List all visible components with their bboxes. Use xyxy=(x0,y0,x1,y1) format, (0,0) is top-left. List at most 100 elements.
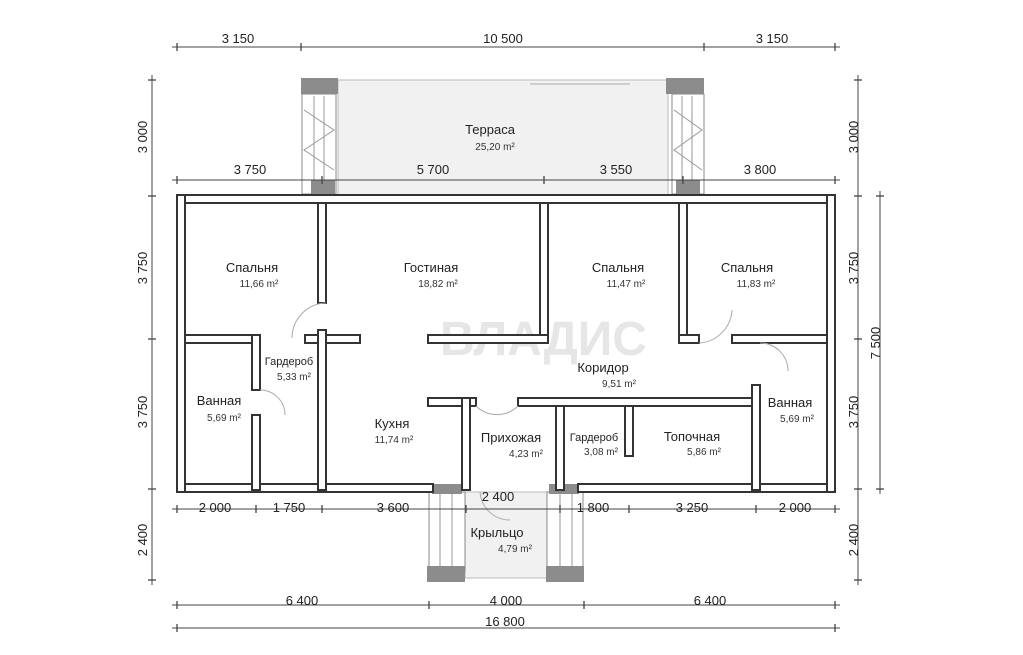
porch-post-left xyxy=(427,566,465,582)
room-name: Крыльцо xyxy=(470,525,523,540)
walls xyxy=(176,194,836,493)
room-area: 11,83 m² xyxy=(737,279,776,290)
room-bedroom1: Спальня 11,66 m² xyxy=(226,260,279,290)
room-area: 5,69 m² xyxy=(207,413,242,424)
porch-post-left-top xyxy=(432,484,462,494)
room-area: 25,20 m² xyxy=(475,142,515,153)
room-name: Спальня xyxy=(592,260,644,275)
wall-hallway-wardrobe2 xyxy=(555,405,565,491)
room-area: 3,08 m² xyxy=(584,447,619,458)
wall-living-bed2 xyxy=(539,202,549,344)
wall-north xyxy=(176,194,836,204)
dim-label: 3 150 xyxy=(756,31,789,46)
dim-label: 2 400 xyxy=(135,524,150,557)
door-entrance xyxy=(479,491,511,521)
dim-label: 1 800 xyxy=(577,500,610,515)
dim-label: 3 750 xyxy=(846,396,861,429)
dim-label: 4 000 xyxy=(490,593,523,608)
dim-label: 2 400 xyxy=(846,524,861,557)
room-porch: Крыльцо 4,79 m² xyxy=(470,525,532,555)
room-corridor: Коридор 9,51 m² xyxy=(577,360,636,390)
dim-top: 3 150 10 500 3 150 xyxy=(172,31,840,51)
dim-label: 2 000 xyxy=(199,500,232,515)
terrace-post-right xyxy=(666,78,704,94)
room-terrace: Терраса 25,20 m² xyxy=(465,122,516,153)
terrace-area xyxy=(301,78,705,197)
dim-label: 16 800 xyxy=(485,614,525,629)
dim-label: 6 400 xyxy=(694,593,727,608)
porch-stair-left xyxy=(428,491,466,573)
wall-wardrobe-kitchen xyxy=(317,329,327,491)
door-bedroom3 xyxy=(698,309,733,344)
wall-bed1-bath1 xyxy=(184,334,254,344)
wall-bed1-living xyxy=(317,202,327,304)
wall-kitchen-top-right xyxy=(427,397,477,407)
dim-label: 3 150 xyxy=(222,31,255,46)
room-wardrobe1: Гардероб 5,33 m² xyxy=(265,356,313,383)
terrace-floor xyxy=(337,79,669,197)
dim-label: 6 400 xyxy=(286,593,319,608)
dim-label: 3 250 xyxy=(676,500,709,515)
wall-south-right xyxy=(577,483,836,493)
dim-label: 5 700 xyxy=(417,162,450,177)
wall-bed2-corridor xyxy=(678,334,700,344)
dim-left: 3 000 3 750 3 750 2 400 xyxy=(135,75,156,585)
room-name: Спальня xyxy=(226,260,278,275)
room-area: 9,51 m² xyxy=(602,379,637,390)
wall-bath1-wardrobe-bottom xyxy=(251,414,261,491)
dim-label: 10 500 xyxy=(483,31,523,46)
room-area: 5,33 m² xyxy=(277,372,312,383)
dim-label: 3 750 xyxy=(846,252,861,285)
room-name: Спальня xyxy=(721,260,773,275)
dim-label: 3 550 xyxy=(600,162,633,177)
terrace-post-left-low xyxy=(311,180,335,196)
wall-west xyxy=(176,194,186,493)
wall-kitchen-hallway xyxy=(461,397,471,491)
wall-wardrobe2-boiler xyxy=(624,405,634,457)
door-bedroom1 xyxy=(291,302,327,339)
room-hallway: Прихожая 4,23 m² xyxy=(481,430,544,460)
door-hallway xyxy=(475,405,519,416)
room-name: Гостиная xyxy=(404,260,459,275)
room-name: Кухня xyxy=(375,416,410,431)
room-bath1: Ванная 5,69 m² xyxy=(197,393,242,424)
porch-post-right xyxy=(546,566,584,582)
dim-bottom-sections: 6 400 4 000 6 400 xyxy=(172,593,840,609)
room-area: 18,82 m² xyxy=(418,279,458,290)
dim-label: 3 750 xyxy=(135,252,150,285)
dim-label: 7 500 xyxy=(868,327,883,360)
room-area: 11,66 m² xyxy=(240,279,279,290)
dim-lower: 2 000 1 750 3 600 2 400 1 800 3 250 2 00… xyxy=(172,489,840,515)
room-name: Топочная xyxy=(664,429,720,444)
porch-stair-right xyxy=(546,491,584,573)
room-name: Терраса xyxy=(465,122,516,137)
dim-label: 3 800 xyxy=(744,162,777,177)
wall-bed3-bath2 xyxy=(731,334,828,344)
room-bedroom3: Спальня 11,83 m² xyxy=(721,260,776,290)
door-bath2 xyxy=(759,342,789,372)
room-name: Прихожая xyxy=(481,430,541,445)
room-living: Гостиная 18,82 m² xyxy=(404,260,459,290)
wall-south-left xyxy=(176,483,434,493)
wall-bath1-wardrobe-top xyxy=(251,334,261,391)
dim-upper: 3 750 5 700 3 550 3 800 xyxy=(172,162,840,184)
room-name: Гардероб xyxy=(570,432,618,444)
room-boiler: Топочная 5,86 m² xyxy=(664,429,722,458)
wall-bed2-bed3 xyxy=(678,202,688,344)
terrace-post-right-low xyxy=(676,180,700,196)
dim-right: 3 000 3 750 3 750 2 400 xyxy=(846,75,862,585)
dim-label: 2 400 xyxy=(482,489,515,504)
dim-label: 3 600 xyxy=(377,500,410,515)
room-area: 11,74 m² xyxy=(375,435,414,446)
wall-east xyxy=(826,194,836,493)
wall-living-corridor xyxy=(427,334,549,344)
room-kitchen: Кухня 11,74 m² xyxy=(375,416,414,446)
dim-label: 3 000 xyxy=(135,121,150,154)
room-area: 4,79 m² xyxy=(498,544,533,555)
dim-label: 2 000 xyxy=(779,500,812,515)
room-area: 4,23 m² xyxy=(509,449,544,460)
wall-wardrobe-living xyxy=(304,334,361,344)
dim-label: 3 000 xyxy=(846,121,861,154)
room-name: Коридор xyxy=(577,360,628,375)
